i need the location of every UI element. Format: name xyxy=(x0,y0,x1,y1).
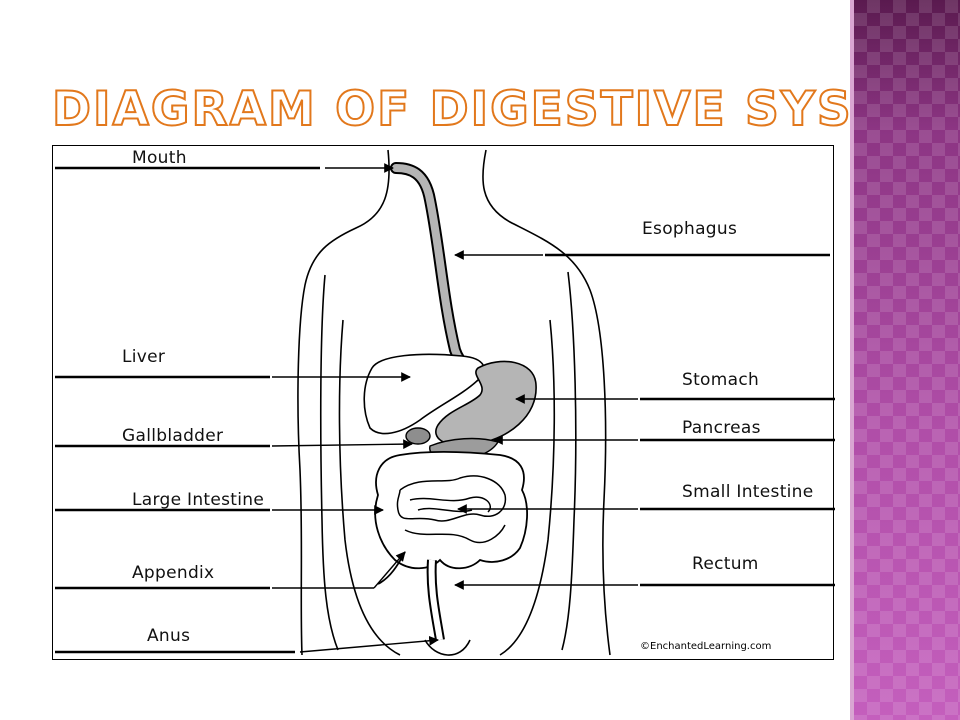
decorative-side-panel xyxy=(854,0,960,720)
anus-arrow xyxy=(299,635,439,653)
label-liver: Liver xyxy=(122,347,166,367)
esophagus-organ xyxy=(390,162,486,378)
leader-lines-left xyxy=(55,163,439,654)
label-large-intestine: Large Intestine xyxy=(132,490,265,510)
right-arm-inner xyxy=(561,271,577,651)
neck-left-shoulder xyxy=(297,149,390,656)
label-gallbladder: Gallbladder xyxy=(122,426,224,446)
label-anus: Anus xyxy=(147,626,191,646)
credit-text: ©EnchantedLearning.com xyxy=(640,641,772,652)
slide-title: Diagram of Digestive System: xyxy=(51,81,960,138)
leader-lines-right xyxy=(454,250,835,590)
label-rectum: Rectum xyxy=(692,554,759,574)
side-panel-edge xyxy=(850,0,854,720)
label-mouth: Mouth xyxy=(132,148,187,168)
label-small-intestine: Small Intestine xyxy=(682,482,814,502)
groin-curve xyxy=(424,639,471,656)
small-intestine-organ xyxy=(396,475,507,544)
left-arm-inner xyxy=(319,274,339,651)
right-torso-line xyxy=(499,319,556,656)
label-stomach: Stomach xyxy=(682,370,760,390)
left-torso-line xyxy=(338,319,401,656)
neck-right-shoulder xyxy=(482,149,611,656)
label-appendix: Appendix xyxy=(132,563,215,583)
label-esophagus: Esophagus xyxy=(642,219,738,239)
liver-organ xyxy=(363,353,486,435)
label-pancreas: Pancreas xyxy=(682,418,761,438)
body-outline xyxy=(297,149,611,656)
gallbladder-organ xyxy=(405,427,431,445)
gallbladder-arrow xyxy=(271,439,413,450)
